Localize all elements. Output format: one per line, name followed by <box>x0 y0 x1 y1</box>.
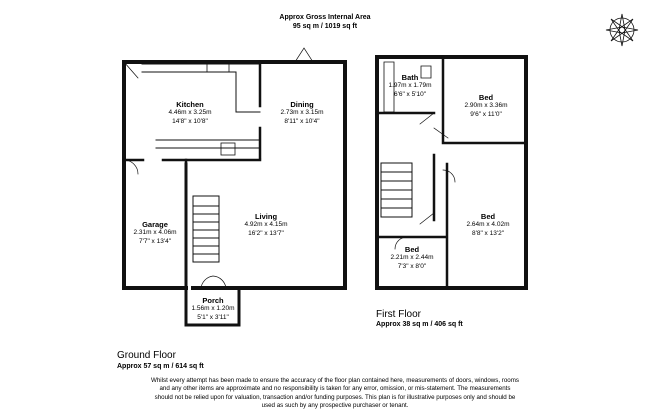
disclaimer-text: Whilst every attempt has been made to en… <box>150 377 519 410</box>
porch-door-swing <box>200 275 227 289</box>
room-label-garage: Garage 2.31m x 4.06m 7'7" x 13'4" <box>133 220 177 245</box>
gross-area-value: 95 sq m / 1019 sq ft <box>292 23 358 30</box>
bath-fixtures <box>383 61 432 113</box>
room-label-bath: Bath 1.97m x 1.79m 6'6" x 5'10" <box>388 73 432 98</box>
first-floor-partitions <box>375 55 528 290</box>
room-label-bed-2: Bed 2.64m x 4.02m 8'8" x 13'2" <box>466 212 510 237</box>
room-label-bed-1: Bed 2.90m x 3.36m 9'6" x 11'0" <box>464 93 508 118</box>
first-floor-stairs <box>380 162 413 218</box>
compass-rose-icon <box>605 13 639 47</box>
room-label-porch: Porch 1.56m x 1.20m 5'1" x 3'11" <box>191 296 235 321</box>
kitchen-worktop <box>141 63 261 113</box>
dining-door-swing <box>294 47 314 63</box>
gross-area-title: Approx Gross Internal Area <box>279 14 371 21</box>
kitchen-sink <box>206 63 230 73</box>
ground-stairs <box>192 195 220 263</box>
ground-floor-name: Ground Floor <box>117 350 176 361</box>
room-label-kitchen: Kitchen 4.46m x 3.25m 14'8" x 10'8" <box>168 100 212 125</box>
ground-windows <box>157 61 346 326</box>
kitchen-worktop-lower <box>155 139 261 149</box>
first-floor-door-swings <box>394 112 456 250</box>
room-label-bed-3: Bed 2.21m x 2.44m 7'3" x 8'0" <box>390 245 434 270</box>
room-label-dining: Dining 2.73m x 3.15m 8'11" x 10'4" <box>280 100 324 125</box>
room-label-living: Living 4.92m x 4.15m 16'2" x 13'7" <box>244 212 288 237</box>
first-floor-area: Approx 38 sq m / 406 sq ft <box>376 321 463 328</box>
first-floor-windows <box>376 56 511 289</box>
kitchen-hob <box>220 142 236 156</box>
first-floor-name: First Floor <box>376 309 421 320</box>
kitchen-door-swing <box>123 61 139 79</box>
garage-door-swing <box>123 159 139 175</box>
ground-floor-area: Approx 57 sq m / 614 sq ft <box>117 363 204 370</box>
ground-floor-outer-walls <box>122 60 347 290</box>
